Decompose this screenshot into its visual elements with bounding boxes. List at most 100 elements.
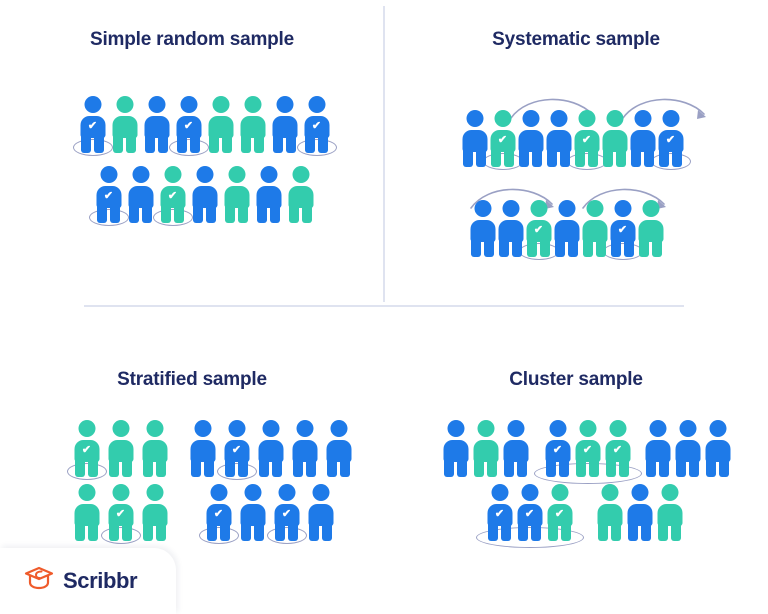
person-leg-right — [719, 459, 729, 477]
person-head — [606, 110, 623, 127]
person-leg-right — [504, 149, 514, 167]
person-icon — [272, 96, 297, 153]
person-icon: ✔ — [274, 484, 299, 541]
person-leg-left — [659, 149, 669, 167]
person-leg-left — [546, 459, 556, 477]
person-icon — [638, 200, 663, 257]
person-leg-right — [616, 149, 626, 167]
selection-ellipse-icon — [217, 462, 257, 480]
person-leg-left — [273, 135, 283, 153]
person-body — [108, 440, 133, 462]
check-icon: ✔ — [554, 508, 565, 520]
person-leg-right — [589, 459, 599, 477]
person-icon — [224, 166, 249, 223]
person-head — [586, 200, 603, 217]
person-head — [477, 420, 494, 437]
person-leg-right — [611, 523, 621, 541]
check-icon: ✔ — [552, 444, 563, 456]
person-body — [602, 130, 627, 152]
person-leg-right — [158, 135, 168, 153]
person-body — [142, 504, 167, 526]
person-leg-left — [81, 135, 91, 153]
person-leg-right — [94, 135, 104, 153]
person-leg-left — [209, 135, 219, 153]
person-head — [466, 110, 483, 127]
person-leg-left — [606, 459, 616, 477]
person-icon: ✔ — [96, 166, 121, 223]
person-leg-right — [238, 205, 248, 223]
person-body — [308, 504, 333, 526]
check-icon: ✔ — [582, 444, 593, 456]
person-body — [503, 440, 528, 462]
person-body — [470, 220, 495, 242]
person-leg-right — [222, 135, 232, 153]
person-leg-left — [488, 523, 498, 541]
person-icon: ✔ — [574, 110, 599, 167]
person-body — [224, 186, 249, 208]
person-leg-left — [193, 205, 203, 223]
person-leg-left — [129, 205, 139, 223]
person-body — [74, 504, 99, 526]
person-leg-right — [204, 459, 214, 477]
check-icon: ✔ — [231, 444, 242, 456]
panel-title-simple-random-sample: Simple random sample — [89, 29, 294, 50]
check-icon: ✔ — [87, 120, 98, 132]
person-head — [530, 200, 547, 217]
person-icon — [144, 96, 169, 153]
person-leg-left — [257, 205, 267, 223]
person-icon — [112, 96, 137, 153]
person-leg-left — [75, 459, 85, 477]
person-icon — [602, 110, 627, 167]
person-body — [487, 504, 512, 526]
check-icon: ✔ — [617, 224, 628, 236]
person-body — [108, 504, 133, 526]
person-head — [146, 420, 163, 437]
panel-title-systematic-sample: Systematic sample — [492, 29, 660, 50]
person-leg-left — [676, 459, 686, 477]
person-leg-right — [644, 149, 654, 167]
person-head — [260, 166, 277, 183]
person-icon: ✔ — [74, 420, 99, 477]
person-leg-right — [624, 239, 634, 257]
person-leg-right — [487, 459, 497, 477]
person-head — [522, 110, 539, 127]
person-body — [304, 116, 329, 138]
person-head — [551, 484, 568, 501]
check-icon: ✔ — [494, 508, 505, 520]
person-icon: ✔ — [304, 96, 329, 153]
person-leg-left — [109, 459, 119, 477]
check-icon: ✔ — [524, 508, 535, 520]
brand-logo[interactable]: Scribbr — [24, 565, 138, 596]
person-head — [116, 96, 133, 113]
person-leg-right — [476, 149, 486, 167]
person-leg-right — [306, 459, 316, 477]
person-leg-left — [225, 205, 235, 223]
person-head — [180, 96, 197, 113]
person-leg-right — [588, 149, 598, 167]
person-icon — [503, 420, 528, 477]
person-icon — [630, 110, 655, 167]
check-icon: ✔ — [81, 444, 92, 456]
person-leg-right — [641, 523, 651, 541]
person-body — [80, 116, 105, 138]
selection-ellipse-icon — [67, 462, 107, 480]
person-leg-left — [309, 523, 319, 541]
person-leg-left — [491, 149, 501, 167]
person-head — [521, 484, 538, 501]
person-leg-left — [611, 239, 621, 257]
person-body — [176, 116, 201, 138]
person-leg-right — [619, 459, 629, 477]
person-body — [192, 186, 217, 208]
selection-ellipse-icon — [169, 138, 209, 156]
person-head — [228, 166, 245, 183]
person-leg-left — [474, 459, 484, 477]
check-icon: ✔ — [497, 134, 508, 146]
person-head — [601, 484, 618, 501]
person-leg-right — [484, 239, 494, 257]
person-head — [210, 484, 227, 501]
selection-ellipse-icon — [89, 208, 129, 226]
person-leg-left — [547, 149, 557, 167]
check-icon: ✔ — [533, 224, 544, 236]
person-head — [244, 96, 261, 113]
